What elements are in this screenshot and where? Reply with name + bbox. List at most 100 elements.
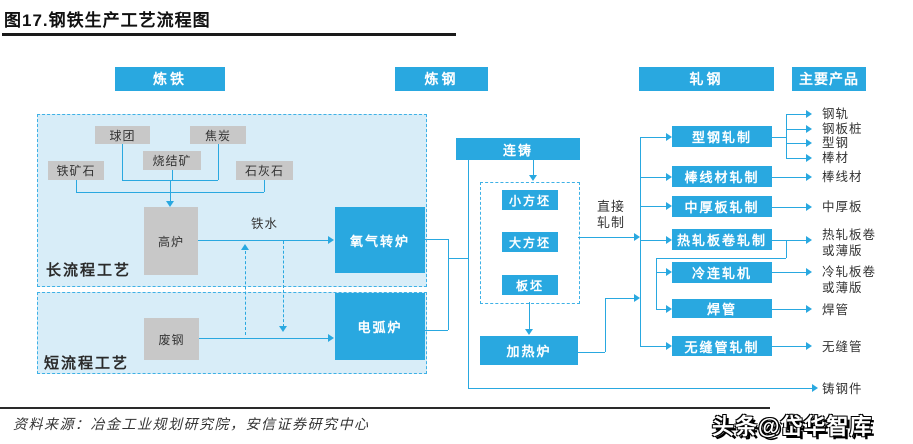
node-coke: 焦炭 <box>190 126 246 144</box>
arrow-plate-product <box>806 203 812 211</box>
connector-coke-down <box>218 144 219 180</box>
arrow-into-bar-wire-mill <box>666 173 672 181</box>
arrow-welded-pipe-product <box>806 305 812 313</box>
node-pellet: 球团 <box>95 126 150 144</box>
connector-reheating-to-trunk <box>605 298 634 299</box>
connector-limestone-down <box>264 180 265 192</box>
long-process-label: 长流程工艺 <box>46 262 132 279</box>
connector-steel-junction <box>448 239 449 330</box>
product-welded-pipe: 焊管 <box>822 303 850 317</box>
short-process-label: 短流程工艺 <box>44 355 130 372</box>
product-sheet-pile: 钢板桩 <box>822 122 863 136</box>
connector-section-fan <box>786 114 787 158</box>
mill-bar-wire: 棒线材轧制 <box>672 166 772 187</box>
arrow-section-steel <box>806 139 812 147</box>
connector-billets-to-reheating <box>529 302 530 330</box>
connector-hot-strip-drop <box>786 240 787 258</box>
branch-seamless-mill <box>640 346 666 347</box>
stage-steelmaking: 炼钢 <box>395 67 488 91</box>
node-blast-furnace: 高炉 <box>144 207 198 275</box>
branch-section-mill <box>640 137 666 138</box>
arrow-into-plate-mill <box>666 202 672 210</box>
connector-ironore-down <box>76 180 77 192</box>
branch-bar-wire-mill <box>640 177 666 178</box>
arrow-into-billets <box>529 175 537 181</box>
stage-ironmaking: 炼铁 <box>115 67 225 91</box>
dashed-hot-metal-down-flow <box>283 241 284 327</box>
arrow-into-cold-mill <box>666 268 672 276</box>
connector-casting-riser <box>468 160 469 388</box>
node-limestone: 石灰石 <box>236 161 293 180</box>
branch-plate-mill <box>640 206 666 207</box>
product-hot-strip: 热轧板卷或薄版 <box>822 228 877 258</box>
connector-sub-trunk <box>656 258 657 309</box>
branch-welded-pipe <box>656 309 666 310</box>
connector-reheating-out <box>578 352 605 353</box>
arrow-into-blast-furnace <box>166 201 174 207</box>
connector-casting-to-billets <box>533 160 534 176</box>
branch-sheet-pile <box>786 129 806 130</box>
connector-plate-product <box>772 207 806 208</box>
product-plate: 中厚板 <box>822 200 863 214</box>
connector-rolling-trunk <box>640 137 641 346</box>
branch-hot-strip-mill <box>640 240 666 241</box>
connector-hot-strip-product <box>772 240 806 241</box>
product-rail: 钢轨 <box>822 107 850 121</box>
arrow-rail <box>806 110 812 118</box>
source-text: 资料来源：冶金工业规划研究院，安信证券研究中心 <box>13 416 370 432</box>
arrow-reheating-into-trunk <box>634 294 640 302</box>
watermark: 头条@岱华智库 <box>712 414 873 439</box>
connector-welded-pipe-product <box>772 309 806 310</box>
arrow-into-bof <box>328 236 334 244</box>
node-continuous-casting: 连铸 <box>456 138 580 160</box>
arrow-sheet-pile <box>806 125 812 133</box>
product-bar-wire: 棒线材 <box>822 170 863 184</box>
arrow-into-seamless-mill <box>666 342 672 350</box>
source-divider <box>0 407 770 409</box>
node-scrap: 废钢 <box>144 318 199 360</box>
mill-cold-rolling: 冷连轧机 <box>672 262 772 283</box>
stage-rolling: 轧钢 <box>639 67 774 91</box>
connector-eaf-out <box>425 330 448 331</box>
product-section-steel: 型钢 <box>822 136 850 150</box>
dashed-scrap-up-flow <box>245 251 246 335</box>
connector-to-casting-line <box>448 258 468 259</box>
arrow-seamless-product <box>806 342 812 350</box>
direct-rolling-label: 直接轧制 <box>597 199 626 231</box>
connector-hot-metal <box>198 240 328 241</box>
product-cast-parts: 铸钢件 <box>822 382 863 396</box>
mill-seamless-pipe: 无缝管轧制 <box>672 336 772 356</box>
connector-cast-parts <box>468 388 812 389</box>
arrow-direct-rolling <box>634 233 640 241</box>
node-billet: 小方坯 <box>502 190 558 210</box>
figure-title: 图17.钢铁生产工艺流程图 <box>4 11 211 30</box>
arrow-into-hot-strip-mill <box>666 236 672 244</box>
arrow-into-eaf <box>328 334 334 342</box>
stage-main-products: 主要产品 <box>792 67 866 91</box>
branch-rail <box>786 114 806 115</box>
arrow-hot-metal-down <box>279 326 287 332</box>
arrow-bar-wire-product <box>806 173 812 181</box>
arrow-into-reheating-furnace <box>525 329 533 335</box>
arrow-scrap-up <box>241 244 249 250</box>
branch-bar <box>786 158 806 159</box>
hot-metal-label: 铁水 <box>251 217 279 231</box>
arrow-into-welded-pipe <box>666 305 672 313</box>
title-underline <box>2 33 456 36</box>
node-bof-converter: 氧气转炉 <box>335 207 425 273</box>
node-reheating-furnace: 加热炉 <box>480 336 578 365</box>
mill-section: 型钢轧制 <box>672 126 772 147</box>
arrow-bar <box>806 154 812 162</box>
node-eaf: 电弧炉 <box>335 293 425 360</box>
mill-hot-strip: 热轧板卷轧制 <box>672 229 772 250</box>
node-iron-ore: 铁矿石 <box>48 161 104 180</box>
connector-seamless-product <box>772 346 806 347</box>
product-cold-strip: 冷轧板卷或薄版 <box>822 265 877 295</box>
connector-cold-product <box>772 272 806 273</box>
connector-reheating-riser <box>605 298 606 352</box>
connector-hot-strip-return <box>656 258 786 259</box>
connector-sinter-down <box>172 170 173 180</box>
arrow-cold-product <box>806 268 812 276</box>
connector-pellet-down <box>122 144 123 180</box>
